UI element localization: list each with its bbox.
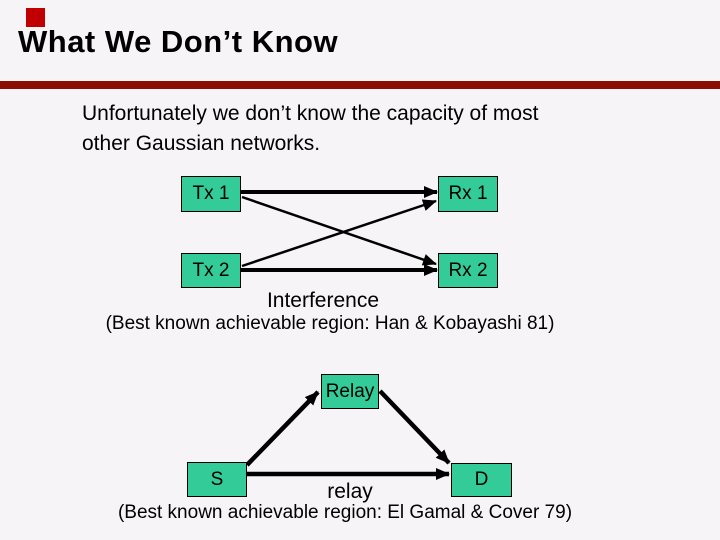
node-source: S	[187, 462, 247, 497]
node-tx2: Tx 2	[181, 253, 241, 288]
edge-tx1-rx2-arrow	[241, 195, 437, 266]
edge-relay-d-arrow	[378, 389, 451, 465]
body-text-line-2: other Gaussian networks.	[82, 132, 321, 155]
edge-tx2-rx1-arrow	[241, 199, 437, 268]
node-rx2: Rx 2	[438, 253, 498, 288]
node-rx1: Rx 1	[438, 176, 498, 212]
title-accent-bar	[0, 81, 720, 89]
interference-diagram-label: Interference	[266, 289, 380, 312]
relay-caption: (Best known achievable region: El Gamal …	[117, 502, 573, 523]
node-destination: D	[451, 463, 512, 497]
edge-s-relay-arrow	[245, 390, 320, 467]
node-tx1: Tx 1	[181, 176, 241, 212]
node-relay: Relay	[321, 374, 379, 409]
slide-title: What We Don’t Know	[18, 24, 339, 59]
relay-diagram-label: relay	[327, 480, 373, 503]
body-text-line-1: Unfortunately we don’t know the capacity…	[82, 102, 539, 125]
corner-square-decoration	[26, 8, 45, 27]
interference-caption: (Best known achievable region: Han & Kob…	[105, 313, 555, 334]
